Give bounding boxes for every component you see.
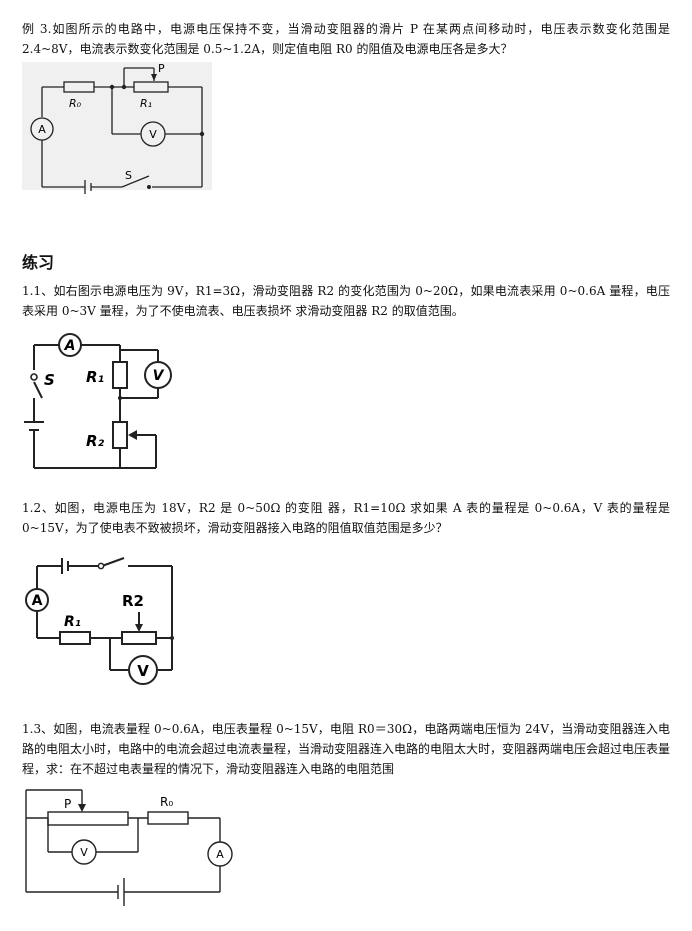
example-3-text: 例 3.如图所示的电路中，电源电压保持不变，当滑动变阻器的滑片 P 在某两点间移… xyxy=(22,22,670,56)
question-1-2-text: 1.2、如图，电源电压为 18V，R2 是 0~50Ω 的变阻 器，R1=10Ω… xyxy=(22,501,670,535)
voltmeter-label: V xyxy=(149,128,157,141)
question-1-1-text: 1.1、如右图示电源电压为 9V，R1=3Ω，滑动变阻器 R2 的变化范围为 0… xyxy=(22,284,670,318)
label-r1: R₁ xyxy=(86,368,104,386)
label-p: P xyxy=(64,797,71,811)
label-r1: R₁ xyxy=(140,97,152,110)
practice-heading: 练习 xyxy=(22,253,55,272)
label-r1: R₁ xyxy=(64,614,81,630)
question-1-3-text: 1.3、如图，电流表量程 0~0.6A，电压表量程 0~15V，电阻 R0＝30… xyxy=(22,722,671,776)
question-1-2-circuit-diagram: A R2 R₁ V xyxy=(25,557,174,685)
question-1-1-circuit-diagram: A V S R₁ R₂ xyxy=(24,333,172,469)
label-p: P xyxy=(158,62,165,75)
voltmeter-label: V xyxy=(80,846,88,859)
ammeter-label: A xyxy=(64,338,76,354)
ammeter-label: A xyxy=(32,593,43,609)
voltmeter-label: V xyxy=(153,368,165,384)
label-r2: R₂ xyxy=(86,432,105,450)
ammeter-label: A xyxy=(38,123,46,136)
switch-label: S xyxy=(44,371,55,389)
voltmeter-label: V xyxy=(137,662,149,680)
example-3-circuit-diagram: P R₀ R₁ A V S xyxy=(22,62,212,194)
ammeter-label: A xyxy=(216,848,224,861)
question-1-3-circuit-diagram: P R₀ V A xyxy=(25,789,233,906)
label-r0: R₀ xyxy=(160,795,173,809)
switch-label: S xyxy=(125,169,132,182)
label-r0: R₀ xyxy=(69,97,82,110)
label-r2: R2 xyxy=(122,592,144,610)
